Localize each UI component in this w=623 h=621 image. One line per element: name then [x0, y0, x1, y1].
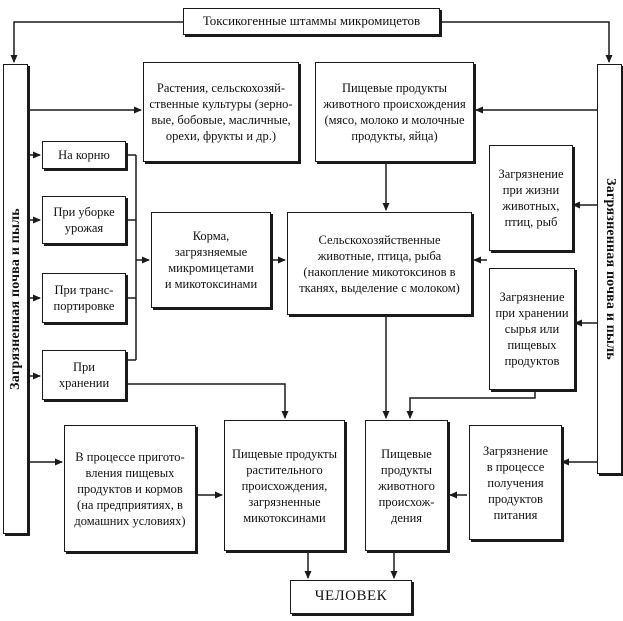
plants-crops-box: Растения, сельскохозяй- ственные культур… — [143, 62, 299, 162]
toxigenic-strains-box: Токсикогенные штаммы микромицетов — [183, 8, 440, 35]
left-contaminated-soil-bar: Загрязненная почва и пыль — [3, 64, 28, 534]
farm-animals-box: Сельскохозяйственные животные, птица, ры… — [287, 212, 472, 315]
human-box: ЧЕЛОВЕК — [290, 580, 412, 614]
storage-box: При хранении — [42, 350, 126, 400]
on-root-box: На корню — [42, 141, 126, 169]
raw-storage-contamination-box: Загрязнение при хранении сырья или пищев… — [489, 268, 575, 390]
harvest-box: При уборке урожая — [42, 196, 126, 244]
feed-box: Корма, загрязняемые микромицетами и мико… — [151, 212, 271, 308]
left-bar-label: Загрязненная почва и пыль — [7, 208, 23, 390]
production-contamination-box: Загрязнение в процессе получения продукт… — [469, 425, 562, 540]
plant-food-products-box: Пищевые продукты растительного происхожд… — [224, 420, 345, 551]
transport-box: При транс- портировке — [42, 273, 126, 323]
live-animals-contamination-box: Загрязнение при жизни животных, птиц, ры… — [489, 145, 573, 251]
preparation-process-box: В процессе пригото- вления пищевых проду… — [64, 425, 196, 552]
animal-food-top-box: Пищевые продукты животного происхождения… — [315, 62, 474, 162]
right-contaminated-soil-bar: Загрязненная почва и пыль — [597, 64, 622, 474]
animal-food-products-box: Пищевые продукты животного происхож- ден… — [365, 420, 448, 551]
right-bar-label: Загрязненная почва и пыль — [602, 178, 618, 360]
